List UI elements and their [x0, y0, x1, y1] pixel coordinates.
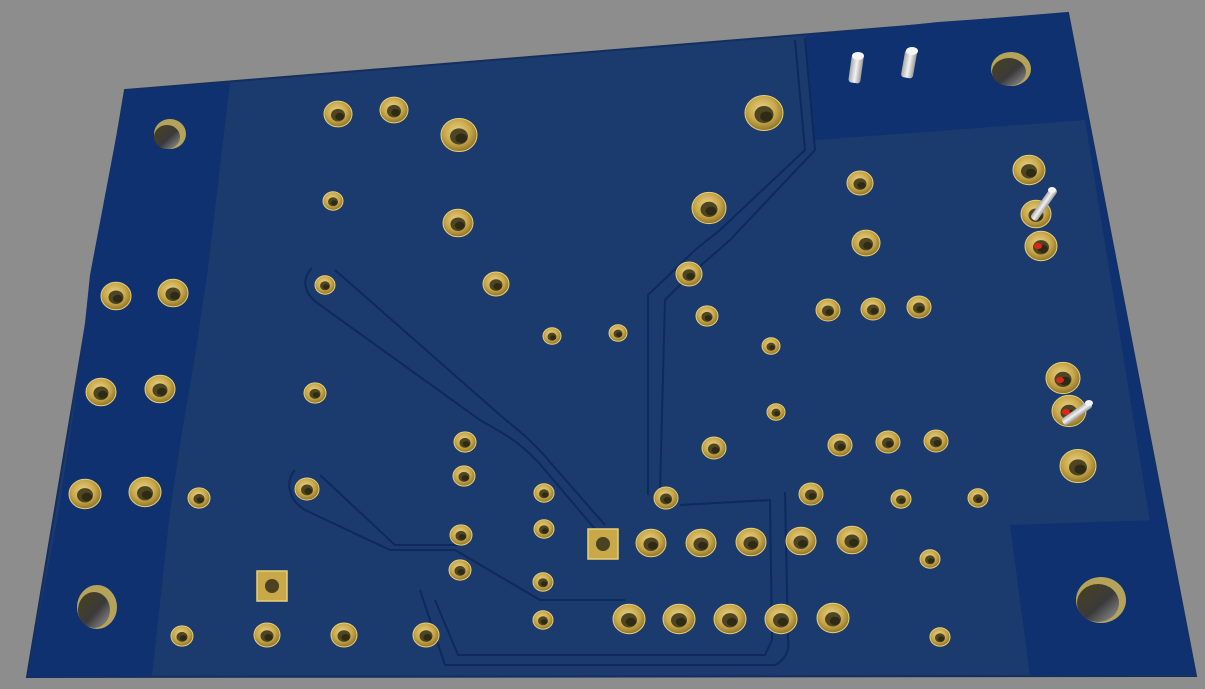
- copper-pad-icon: [735, 527, 767, 557]
- trace-diagonal-upper-inner: [334, 269, 606, 526]
- trace-lower-loop: [288, 469, 625, 601]
- square-pad-icon: [587, 528, 619, 560]
- copper-pad-icon: [744, 95, 784, 131]
- copper-pad-icon: [532, 610, 554, 630]
- copper-pad-icon: [653, 486, 679, 510]
- copper-pour-left-band-1: [82, 268, 208, 352]
- trace-bottom-return: [419, 491, 790, 666]
- copper-pad-icon: [766, 403, 786, 421]
- copper-pad-icon: [875, 430, 901, 454]
- mounting-hole-icon: [77, 585, 117, 629]
- copper-pad-icon: [929, 627, 951, 647]
- mounting-hole-icon: [154, 119, 186, 149]
- copper-pad-icon: [322, 191, 344, 211]
- copper-pad-icon: [890, 489, 912, 509]
- copper-pad-icon: [323, 100, 353, 128]
- copper-pad-icon: [1012, 154, 1046, 186]
- copper-pour-top-middle: [806, 22, 952, 140]
- copper-pad-icon: [923, 429, 949, 453]
- copper-pad-icon: [919, 549, 941, 569]
- copper-pad-icon: [851, 229, 881, 257]
- copper-pad-icon: [608, 324, 628, 342]
- copper-pad-icon: [170, 625, 194, 647]
- trace-bottom-return-inner: [434, 498, 774, 656]
- trace-vertical-center-inner: [647, 39, 807, 495]
- copper-pad-icon: [662, 603, 696, 635]
- copper-pad-icon: [815, 298, 841, 322]
- copper-pad-icon: [1024, 230, 1058, 262]
- component-pin-icon: [1031, 187, 1057, 221]
- copper-pad-icon: [542, 327, 562, 345]
- pads-group: [68, 95, 1097, 648]
- copper-pad-icon: [691, 191, 727, 225]
- copper-pad-icon: [532, 572, 554, 592]
- copper-pad-icon: [379, 96, 409, 124]
- copper-pad-icon: [128, 476, 162, 508]
- copper-pad-icon: [860, 297, 886, 321]
- copper-pad-icon: [846, 170, 874, 196]
- copper-pad-icon: [967, 488, 989, 508]
- trace-diagonal-upper: [304, 267, 601, 536]
- marker-dot: [1034, 243, 1042, 249]
- marker-dot: [1056, 377, 1064, 383]
- copper-pad-icon: [906, 295, 932, 319]
- copper-pad-icon: [635, 528, 667, 558]
- copper-pad-icon: [314, 275, 336, 295]
- copper-pour-right-strip: [1068, 13, 1196, 676]
- copper-pad-icon: [695, 305, 719, 327]
- copper-pad-icon: [440, 117, 478, 153]
- component-pin-icon: [848, 52, 864, 84]
- copper-pad-icon: [827, 433, 853, 457]
- mounting-holes: [77, 52, 1126, 629]
- copper-pour-top-left: [90, 83, 230, 275]
- trace-vertical-center: [659, 37, 817, 491]
- traces: [288, 37, 817, 666]
- copper-pad-icon: [701, 436, 727, 460]
- copper-pad-icon: [68, 478, 102, 510]
- copper-pad-icon: [761, 337, 781, 355]
- copper-pad-icon: [1045, 361, 1081, 395]
- copper-pad-icon: [303, 382, 327, 404]
- copper-pad-icon: [482, 271, 510, 297]
- copper-pad-icon: [187, 487, 211, 509]
- component-pin-icon: [901, 47, 918, 79]
- mounting-hole-icon: [991, 52, 1031, 86]
- red-markers: [1034, 243, 1070, 415]
- copper-pad-icon: [294, 477, 320, 501]
- trace-lower-loop-inner: [319, 474, 460, 546]
- copper-pad-icon: [533, 483, 555, 503]
- copper-pad-icon: [612, 603, 646, 635]
- mounting-hole-icon: [1076, 577, 1126, 623]
- copper-pad-icon: [453, 431, 477, 453]
- square-pads: [256, 528, 619, 602]
- copper-pad-icon: [253, 622, 281, 648]
- copper-pad-icon: [330, 622, 358, 648]
- copper-pad-icon: [442, 208, 474, 238]
- copper-pad-icon: [412, 622, 440, 648]
- copper-pad-icon: [785, 526, 817, 556]
- copper-pad-icon: [713, 603, 747, 635]
- copper-pad-icon: [157, 278, 189, 308]
- copper-pad-icon: [798, 482, 824, 506]
- copper-pour-left-band-2: [70, 350, 196, 436]
- copper-pad-icon: [144, 374, 176, 404]
- copper-pad-icon: [816, 602, 850, 634]
- copper-pad-icon: [764, 603, 798, 635]
- square-pad-icon: [256, 570, 288, 602]
- copper-pad-icon: [685, 528, 717, 558]
- copper-pad-icon: [85, 377, 117, 407]
- component-pin-icon: [1061, 400, 1093, 425]
- copper-pad-icon: [448, 559, 472, 581]
- component-pins: [848, 47, 1093, 425]
- copper-pad-icon: [452, 465, 476, 487]
- copper-pad-icon: [449, 524, 473, 546]
- copper-pad-icon: [675, 261, 703, 287]
- copper-pad-icon: [836, 525, 868, 555]
- copper-pad-icon: [1059, 448, 1097, 484]
- copper-pad-icon: [533, 519, 555, 539]
- marker-dot: [1062, 409, 1070, 415]
- copper-pad-icon: [100, 281, 132, 311]
